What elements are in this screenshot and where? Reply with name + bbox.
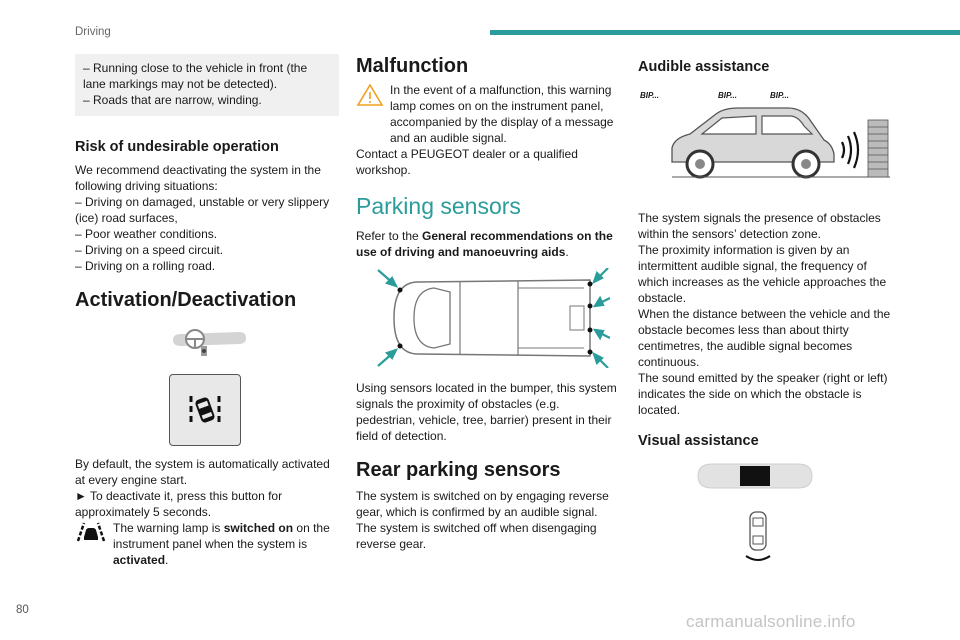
audible-text: The proximity information is given by an…	[638, 243, 887, 305]
column-left: – Running close to the vehicle in front …	[75, 54, 339, 568]
default-text: By default, the system is automatically …	[75, 457, 330, 487]
malfunction-row: In the event of a malfunction, this warn…	[356, 82, 622, 146]
rear-text: The system is switched on by engaging re…	[356, 489, 609, 519]
car-proximity-illustration	[738, 510, 778, 568]
risk-item: – Driving on a speed circuit.	[75, 243, 224, 257]
touchscreen-icon	[697, 463, 813, 489]
audible-text: The system signals the presence of obsta…	[638, 211, 881, 241]
note-line: – Running close to the vehicle in front …	[83, 61, 308, 91]
audible-text: When the distance between the vehicle an…	[638, 307, 891, 369]
malfunction-heading: Malfunction	[356, 55, 469, 77]
activation-heading: Activation/Deactivation	[75, 289, 297, 311]
note-line: – Roads that are narrow, winding.	[83, 93, 262, 107]
risk-item: – Driving on damaged, unstable or very s…	[75, 195, 330, 225]
column-right: Audible assistance BIP... BIP... BIP...	[638, 54, 894, 568]
risk-heading: Risk of undesirable operation	[75, 139, 279, 155]
car-side-view-icon	[671, 107, 890, 179]
rear-text: The system is switched off when disengag…	[356, 521, 597, 551]
risk-item: – Driving on a rolling road.	[75, 259, 216, 273]
lane-lamp-icon	[75, 521, 107, 547]
lane-assist-button[interactable]	[169, 374, 241, 446]
risk-intro: We recommend deactivating the system in …	[75, 163, 321, 193]
header-accent-bar	[490, 30, 960, 35]
visual-heading: Visual assistance	[638, 433, 759, 449]
malfunction-contact: Contact a PEUGEOT dealer or a qualified …	[356, 147, 578, 177]
watermark: carmanualsonline.info	[686, 612, 856, 631]
audible-illustration: BIP... BIP... BIP...	[638, 86, 894, 186]
sensors-text: Using sensors located in the bumper, thi…	[356, 381, 617, 443]
page-number: 80	[16, 604, 29, 616]
parking-heading: Parking sensors	[356, 193, 521, 219]
parking-sensors-diagram	[370, 267, 611, 369]
steering-wheel-icon	[173, 329, 246, 356]
bip-label: BIP...	[718, 91, 737, 100]
refer-link[interactable]: General recommendations on the use of dr…	[356, 229, 613, 259]
lamp-row: The warning lamp is switched on on the i…	[75, 520, 339, 568]
car-top-view-icon	[377, 267, 611, 369]
lane-keeping-icon	[189, 396, 221, 424]
steering-wheel-illustration	[169, 324, 249, 360]
audible-text: The sound emitted by the speaker (right …	[638, 371, 888, 417]
bip-label: BIP...	[770, 91, 789, 100]
column-middle: Malfunction In the event of a malfunctio…	[356, 54, 622, 552]
audible-heading: Audible assistance	[638, 59, 770, 75]
note-box: – Running close to the vehicle in front …	[75, 54, 339, 116]
deactivate-text: ► To deactivate it, press this button fo…	[75, 489, 283, 519]
car-top-proximity-icon	[745, 511, 771, 561]
warning-triangle-icon	[356, 83, 384, 111]
risk-item: – Poor weather conditions.	[75, 227, 218, 241]
malfunction-text: In the event of a malfunction, this warn…	[390, 83, 614, 145]
bip-label: BIP...	[640, 91, 659, 100]
screen-illustration	[690, 458, 820, 498]
rear-sensors-heading: Rear parking sensors	[356, 459, 561, 481]
section-header: Driving	[75, 26, 111, 38]
